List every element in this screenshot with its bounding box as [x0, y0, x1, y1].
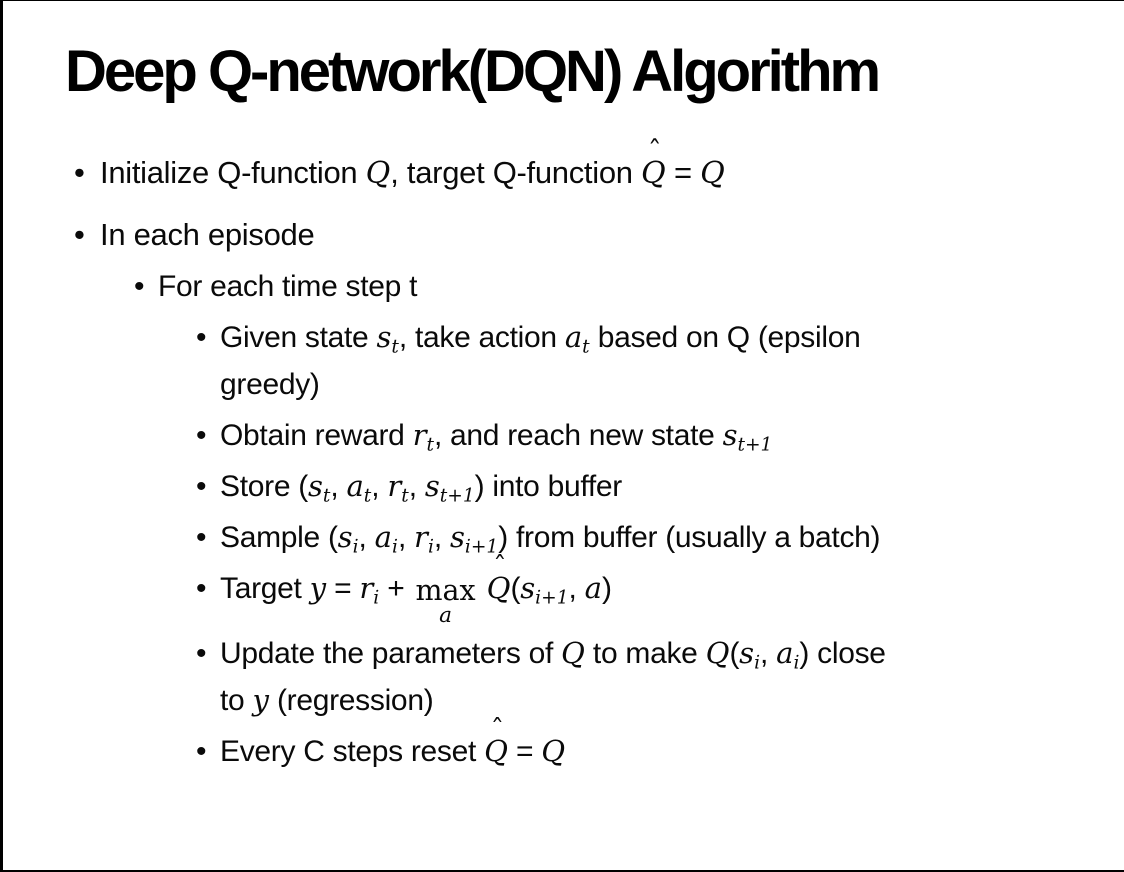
math-var: a [776, 636, 794, 670]
math-var: Q [705, 636, 730, 670]
bullet-item: • Store (st, at, rt, st+1) into buffer [3, 463, 1124, 510]
bullet-item: • Update the parameters of Q to make Q(si… [3, 630, 1124, 724]
math-subscript: i+1 [535, 587, 569, 609]
bullet-item: •Given state st, take action at based on… [3, 314, 1124, 408]
math-var: r [387, 469, 402, 503]
hat-icon: ˆ [647, 134, 662, 168]
bullet-icon: • [74, 217, 85, 252]
math-var: s [449, 520, 465, 554]
operator-under-var: a [439, 603, 453, 628]
bullet-text: Update the parameters of Q to make Q(si,… [220, 636, 886, 717]
math-var: Q [700, 156, 725, 191]
bullet-item: • For each time step t [3, 263, 1124, 310]
math-var: s [307, 469, 323, 503]
math-subscript: t [401, 485, 409, 507]
math-var: s [722, 418, 738, 452]
bullet-text: For each time step t [158, 270, 418, 303]
math-subscript: i [391, 536, 398, 558]
bullet-text: Initialize Q-function Q, target Q-functi… [100, 137, 725, 191]
math-var: s [424, 469, 440, 503]
math-var: s [739, 636, 755, 670]
bullet-icon: • [196, 572, 207, 605]
operator-name: max [415, 574, 476, 607]
math-var: Q [541, 734, 566, 768]
math-var: Q [365, 156, 391, 191]
bullet-icon: • [134, 270, 145, 303]
bullet-text: Sample (si, ai, ri, si+1) from buffer (u… [220, 520, 881, 558]
hat-icon: ˆ [493, 552, 507, 584]
bullet-icon: • [196, 735, 207, 768]
bullet-item: • Initialize Q-function Q, target Q-funct… [3, 137, 1124, 197]
bullet-icon: • [74, 155, 85, 190]
bullet-list: • Initialize Q-function Q, target Q-funct… [3, 137, 1124, 779]
math-subscript: t [582, 336, 590, 358]
math-var: Q [484, 734, 508, 768]
math-subscript: t+1 [737, 434, 773, 456]
bullet-text: Obtain reward rt, and reach new state st… [220, 418, 773, 456]
math-subscript: i [754, 652, 761, 674]
math-subscript: i+1 [464, 536, 499, 558]
math-var: y [252, 683, 269, 717]
bullet-icon: • [196, 637, 207, 670]
math-var: a [564, 320, 583, 354]
math-subscript: i [427, 536, 434, 558]
bullet-icon: • [196, 521, 207, 554]
math-var: r [359, 571, 374, 605]
bullet-text: Given state st, take action at based on … [220, 320, 861, 401]
bullet-item: • Sample (si, ai, ri, si+1) from buffer (… [3, 514, 1124, 561]
math-subscript: i [373, 587, 380, 609]
math-var: a [346, 469, 364, 503]
math-subscript: t+1 [439, 485, 475, 507]
bullet-icon: • [196, 321, 207, 354]
math-subscript: i [352, 536, 359, 558]
math-subscript: t [322, 485, 331, 507]
bullet-item: • In each episode [3, 211, 1124, 258]
math-var: y [309, 571, 327, 605]
math-var: a [374, 520, 392, 554]
bullet-icon: • [196, 419, 207, 452]
hat-icon: ˆ [490, 715, 505, 747]
bullet-text: In each episode [100, 217, 315, 252]
math-subscript: t [391, 336, 399, 358]
math-subscript: t [363, 485, 372, 507]
math-var: r [414, 520, 428, 554]
math-var: Q [561, 636, 585, 670]
math-var: r [412, 418, 427, 452]
math-var: s [520, 571, 536, 605]
bullet-item: •Obtain reward rt, and reach new state s… [3, 412, 1124, 459]
math-var: s [376, 320, 392, 354]
slide-title: Deep Q-network(DQN) Algorithm [65, 39, 881, 104]
math-subscript: i [793, 652, 800, 674]
math-var: s [337, 520, 353, 554]
bullet-text: Store (st, at, rt, st+1) into buffer [220, 469, 622, 507]
math-subscript: t [426, 434, 434, 456]
math-var: Q [486, 571, 511, 605]
bullet-icon: • [196, 470, 207, 503]
math-var: Q [641, 156, 666, 191]
math-var: a [584, 571, 602, 605]
